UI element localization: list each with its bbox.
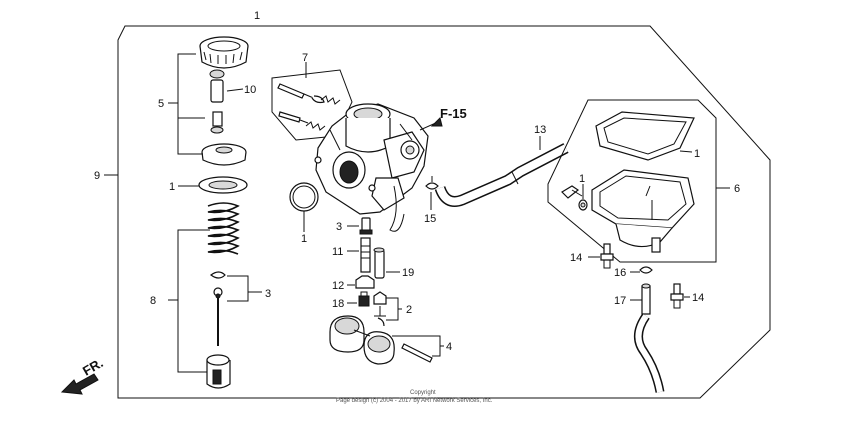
breather-tube[interactable] bbox=[434, 143, 569, 207]
pilot-screw-spring-a[interactable] bbox=[320, 95, 341, 105]
callout-1-o-ring: 1 bbox=[301, 233, 307, 245]
float-pin[interactable] bbox=[401, 343, 433, 363]
float[interactable] bbox=[329, 315, 395, 365]
bracket-2 bbox=[386, 297, 399, 321]
callout-10: 10 bbox=[244, 84, 256, 96]
callout-1-top-cap: 1 bbox=[254, 10, 260, 22]
callout-19: 19 bbox=[402, 267, 414, 279]
pilot-screw-spring-b[interactable] bbox=[305, 121, 326, 131]
callout-1-left: 1 bbox=[169, 181, 175, 193]
top-cap-nut[interactable] bbox=[199, 36, 249, 69]
callout-13: 13 bbox=[534, 124, 546, 136]
drain-tube-clip[interactable] bbox=[639, 266, 653, 274]
pilot-screw[interactable] bbox=[277, 83, 325, 104]
callout-12: 12 bbox=[332, 280, 344, 292]
needle-clip[interactable] bbox=[209, 271, 226, 297]
callout-1-bolt: 1 bbox=[579, 173, 585, 185]
callout-15: 15 bbox=[424, 213, 436, 225]
callout-17: 17 bbox=[614, 295, 626, 307]
callout-14-left: 14 bbox=[570, 252, 582, 264]
reference-f15: F-15 bbox=[440, 106, 467, 121]
jet-needle[interactable] bbox=[215, 293, 221, 346]
callout-4: 4 bbox=[446, 341, 452, 353]
copyright-line-2: Page design (c) 2004 - 2017 by ARI Netwo… bbox=[336, 398, 493, 404]
callout-5: 5 bbox=[158, 98, 164, 110]
throttle-spring[interactable] bbox=[207, 202, 240, 255]
air-screw[interactable] bbox=[278, 111, 309, 124]
needle-jet[interactable] bbox=[360, 237, 371, 273]
float-chamber-gasket[interactable] bbox=[595, 111, 695, 161]
front-direction-arrow bbox=[60, 373, 99, 395]
chamber-washer[interactable] bbox=[578, 199, 588, 211]
throttle-valve-slide[interactable] bbox=[206, 354, 231, 389]
bracket-5 bbox=[177, 53, 203, 155]
callout-6: 6 bbox=[734, 183, 740, 195]
f15-arrow bbox=[430, 117, 443, 127]
callout-18: 18 bbox=[332, 298, 344, 310]
assembly-border bbox=[117, 25, 771, 399]
slow-jet[interactable] bbox=[373, 247, 385, 279]
callout-8: 8 bbox=[150, 295, 156, 307]
callout-9: 9 bbox=[94, 170, 100, 182]
diaphragm-cap[interactable] bbox=[201, 143, 247, 166]
front-direction-label: FR. bbox=[80, 355, 106, 378]
callout-3-mid: 3 bbox=[336, 221, 342, 233]
carburetor-body[interactable] bbox=[314, 103, 429, 232]
callout-14-right: 14 bbox=[692, 292, 704, 304]
jet-needle-holder[interactable] bbox=[209, 69, 225, 134]
drain-screw-a[interactable] bbox=[600, 243, 614, 269]
float-chamber[interactable] bbox=[591, 169, 695, 253]
callout-16: 16 bbox=[614, 267, 626, 279]
callout-1-gasket: 1 bbox=[694, 148, 700, 160]
hose-clip[interactable] bbox=[425, 176, 439, 190]
callout-3-left: 3 bbox=[265, 288, 271, 300]
callout-7: 7 bbox=[302, 52, 308, 64]
drain-tube[interactable] bbox=[634, 283, 665, 393]
callout-11: 11 bbox=[332, 246, 343, 258]
chamber-screw[interactable] bbox=[561, 185, 583, 199]
needle-jet-holder[interactable] bbox=[355, 275, 375, 289]
o-ring-left[interactable] bbox=[198, 176, 248, 194]
copyright-line-1: Copyright bbox=[410, 390, 436, 396]
float-valve-plug[interactable] bbox=[358, 291, 370, 307]
main-jet[interactable] bbox=[359, 217, 373, 235]
float-bowl-o-ring-small[interactable] bbox=[289, 182, 319, 212]
drain-screw-b[interactable] bbox=[670, 283, 684, 309]
bracket-3 bbox=[227, 275, 249, 302]
float-chamber-box bbox=[547, 99, 717, 263]
float-valve[interactable] bbox=[373, 291, 387, 327]
callout-2: 2 bbox=[406, 304, 412, 316]
bracket-8 bbox=[177, 229, 210, 373]
